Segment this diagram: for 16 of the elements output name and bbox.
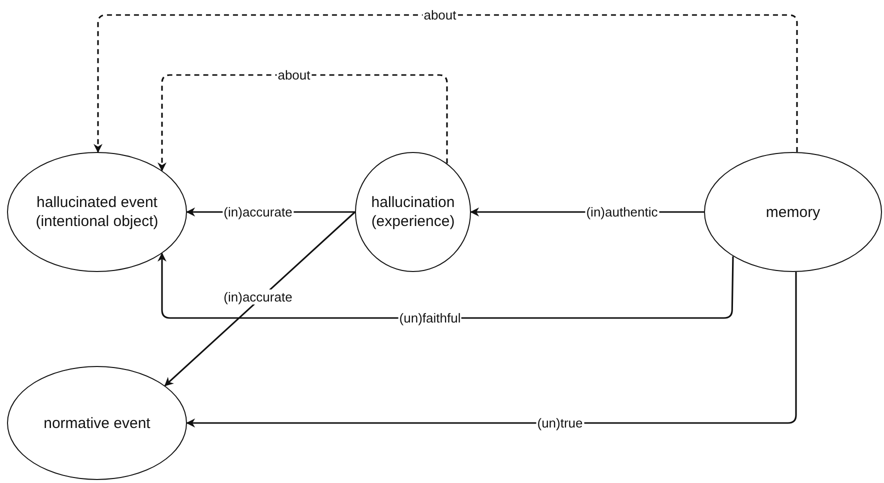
- edge-label: about: [422, 8, 458, 22]
- node-label: hallucination (experience): [370, 193, 456, 231]
- node-label: normative event: [44, 414, 150, 432]
- arrow: [158, 252, 734, 319]
- node-label: hallucinated event (intentional object): [34, 193, 160, 231]
- arrow: [164, 211, 356, 386]
- edge-label: about: [276, 68, 312, 82]
- dashed-arrow: [158, 74, 448, 172]
- edge-label: (in)authentic: [585, 204, 659, 220]
- edge-label: (in)accurate: [222, 204, 294, 220]
- node-label: memory: [766, 202, 820, 222]
- dashed-arrow: [94, 14, 798, 153]
- edge-label: (in)accurate: [222, 290, 294, 304]
- arrow: [186, 272, 797, 428]
- edge-label: (un)faithful: [398, 310, 462, 326]
- edge-label: (un)true: [536, 416, 584, 430]
